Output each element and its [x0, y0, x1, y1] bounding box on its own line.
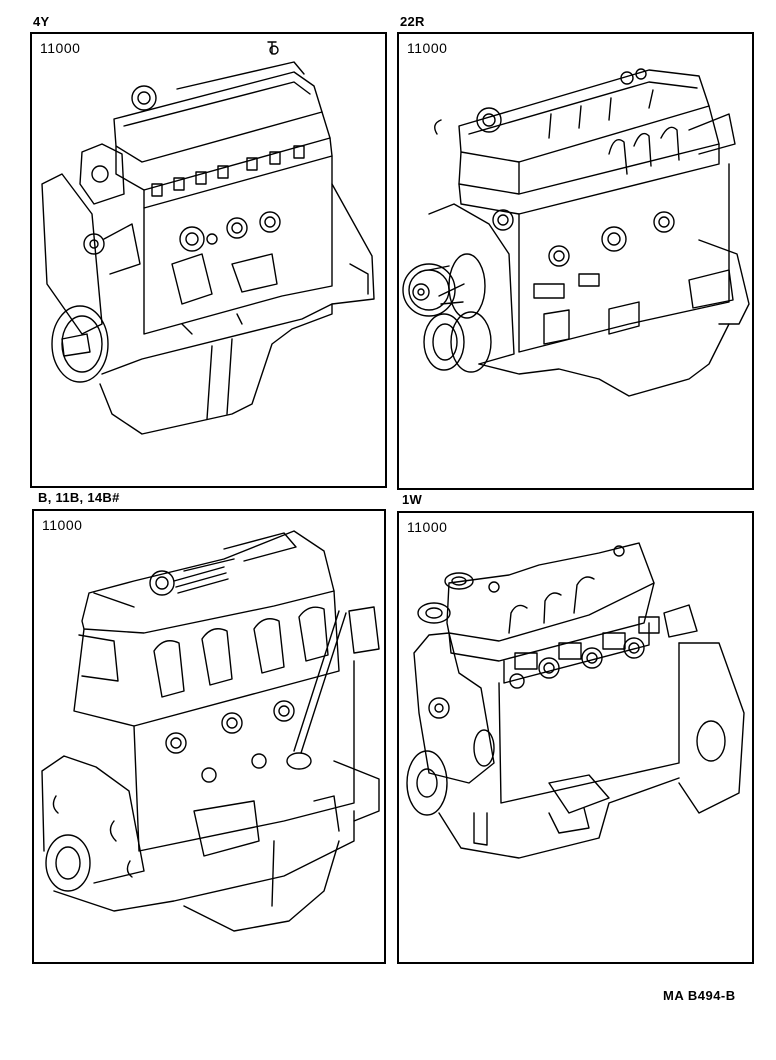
engine-1w-illustration: [406, 542, 745, 859]
engine-label-22r: 22R: [400, 14, 425, 29]
engine-label-1w: 1W: [402, 492, 423, 507]
engine-label-4y: 4Y: [33, 14, 50, 29]
part-number: 11000: [407, 519, 448, 535]
part-number: 11000: [42, 517, 83, 533]
panel-b-11b-14b: 11000: [32, 509, 386, 964]
part-number: 11000: [407, 40, 448, 56]
engine-label-b-11b-14b: B, 11B, 14B#: [38, 490, 120, 505]
panel-4y: 11000: [30, 32, 387, 488]
reference-code: MA B494-B: [663, 988, 736, 1003]
engine-22r-illustration: [402, 68, 750, 397]
engine-b-series-illustration: [41, 530, 380, 932]
panel-22r: 11000: [397, 32, 754, 490]
engine-4y-illustration: [41, 41, 375, 435]
part-number: 11000: [40, 40, 81, 56]
panel-1w: 11000: [397, 511, 754, 964]
